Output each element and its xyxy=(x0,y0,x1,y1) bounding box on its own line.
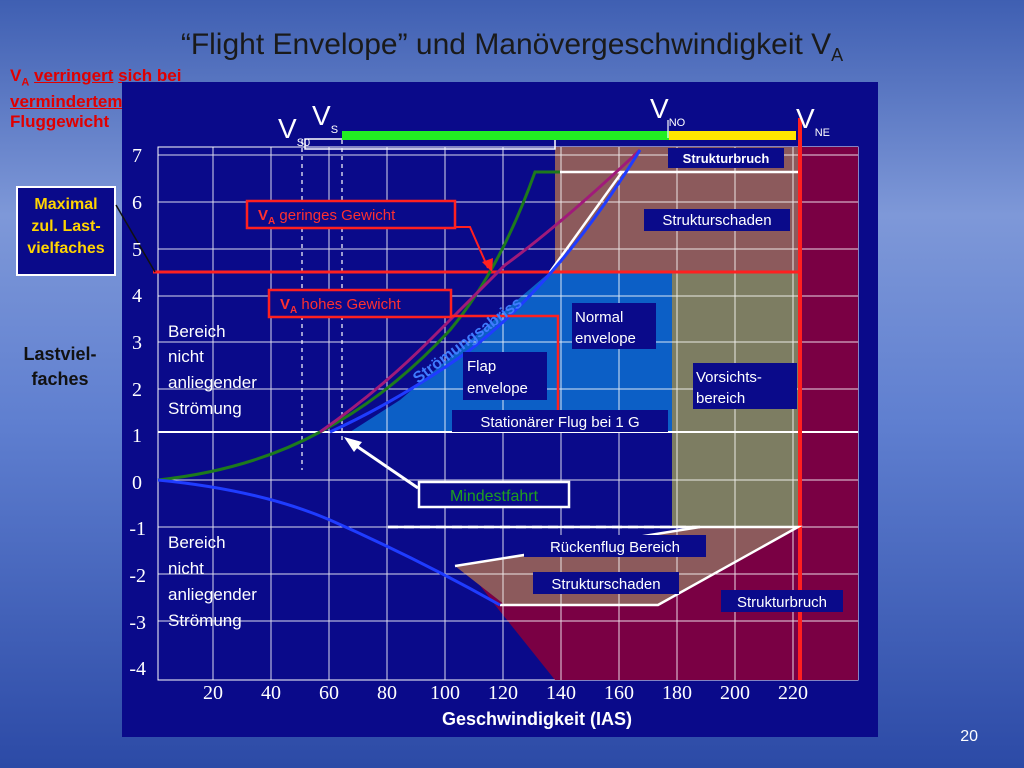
svg-text:Bereich: Bereich xyxy=(168,533,226,552)
svg-text:Flap: Flap xyxy=(467,358,496,375)
x-tick: 140 xyxy=(546,682,576,704)
x-tick: 180 xyxy=(662,682,692,704)
vno-label: VNO xyxy=(650,93,686,129)
x-tick: 200 xyxy=(720,682,750,704)
y-tick: 1 xyxy=(132,425,142,447)
max-load-factor-box: Maximal zul. Last- vielfaches xyxy=(16,186,116,276)
mindestfahrt-label: Mindestfahrt xyxy=(417,480,571,509)
svg-text:Strukturschaden: Strukturschaden xyxy=(662,212,771,229)
svg-text:nicht: nicht xyxy=(168,347,204,366)
va-high-weight-label: VA hohes Gewicht xyxy=(267,288,453,319)
strukturbruch-bottom-label: Strukturbruch xyxy=(721,590,843,612)
green-arc-bar xyxy=(342,131,669,140)
flap-envelope-label: Flap envelope xyxy=(463,352,547,400)
caution-region-label: Vorsichts- bereich xyxy=(693,363,797,409)
normal-envelope-label: Normal envelope xyxy=(572,303,656,349)
svg-text:Strömung: Strömung xyxy=(168,611,242,630)
mindestfahrt-arrowhead xyxy=(344,437,362,452)
stall-curve-blue xyxy=(329,149,642,434)
svg-text:Strömung: Strömung xyxy=(168,399,242,418)
svg-text:nicht: nicht xyxy=(168,559,204,578)
weight-note: VA verringert sich bei vermindertem Flug… xyxy=(10,66,182,132)
negative-stall-curve xyxy=(157,478,501,607)
y-tick: 4 xyxy=(132,285,142,307)
x-tick: 100 xyxy=(430,682,460,704)
x-tick: 40 xyxy=(261,682,281,704)
svg-text:Mindestfahrt: Mindestfahrt xyxy=(450,488,539,505)
svg-text:Vorsichts-: Vorsichts- xyxy=(696,369,762,386)
svg-text:Bereich: Bereich xyxy=(168,322,226,341)
y-tick: 3 xyxy=(132,332,142,354)
inverted-flight-label: Rückenflug Bereich xyxy=(524,535,706,557)
x-axis-label: Geschwindigkeit (IAS) xyxy=(442,709,632,729)
stall-curve-green xyxy=(157,170,560,482)
svg-text:VA geringes Gewicht: VA geringes Gewicht xyxy=(258,207,396,227)
vs-label: VS xyxy=(312,100,338,136)
strukturschaden-top-label: Strukturschaden xyxy=(644,209,790,231)
svg-text:anliegender: anliegender xyxy=(168,585,257,604)
x-tick: 60 xyxy=(319,682,339,704)
strukturbruch-top-label: Strukturbruch xyxy=(668,148,784,168)
svg-text:Strukturbruch: Strukturbruch xyxy=(683,151,770,166)
y-tick: -2 xyxy=(129,565,146,587)
y-tick: 5 xyxy=(132,239,142,261)
y-tick: 7 xyxy=(132,145,142,167)
slide-title: “Flight Envelope” und Manövergeschwindig… xyxy=(180,28,844,65)
top-damage-boundary xyxy=(548,171,624,273)
va-low-arrowhead xyxy=(482,258,493,272)
svg-text:Stationärer Flug bei 1 G: Stationärer Flug bei 1 G xyxy=(480,414,639,431)
svg-text:envelope: envelope xyxy=(575,330,636,347)
x-tick: 120 xyxy=(488,682,518,704)
y-tick: -4 xyxy=(129,658,146,680)
svg-text:Rückenflug Bereich: Rückenflug Bereich xyxy=(550,539,680,556)
y-tick: -3 xyxy=(129,612,146,634)
y-tick: 0 xyxy=(132,472,142,494)
vne-label: VNE xyxy=(796,103,830,139)
x-tick: 80 xyxy=(377,682,397,704)
svg-text:bereich: bereich xyxy=(696,390,745,407)
va-low-connector xyxy=(455,226,489,269)
stall-curve-magenta xyxy=(319,148,642,434)
va-high-connector xyxy=(451,314,560,432)
maxbox-pointer xyxy=(115,204,156,273)
x-tick: 20 xyxy=(203,682,223,704)
stationary-flight-label: Stationärer Flug bei 1 G xyxy=(452,410,668,432)
mindestfahrt-arrow-line xyxy=(351,441,419,490)
x-tick: 220 xyxy=(778,682,808,704)
svg-text:Strukturschaden: Strukturschaden xyxy=(551,576,660,593)
y-tick-labels: 7 6 5 4 3 2 1 0 -1 -2 -3 -4 xyxy=(129,145,146,680)
separated-flow-bottom-label: Bereich nicht anliegender Strömung xyxy=(168,533,257,630)
slide-number: 20 xyxy=(960,728,978,745)
svg-text:VA hohes Gewicht: VA hohes Gewicht xyxy=(280,296,401,316)
x-tick-labels: 20 40 60 80 100 120 140 160 180 200 220 xyxy=(203,682,808,704)
y-tick: 2 xyxy=(132,379,142,401)
svg-text:anliegender: anliegender xyxy=(168,373,257,392)
vs0-label: VS0 xyxy=(278,113,310,149)
svg-text:envelope: envelope xyxy=(467,380,528,397)
y-axis-label: Lastviel- faches xyxy=(23,344,97,389)
y-tick: 6 xyxy=(132,192,142,214)
x-tick: 160 xyxy=(604,682,634,704)
svg-text:Normal: Normal xyxy=(575,309,623,326)
separated-flow-top-label: Bereich nicht anliegender Strömung xyxy=(168,322,257,418)
y-tick: -1 xyxy=(129,518,146,540)
bottom-structural-line xyxy=(388,525,803,607)
svg-text:Strukturbruch: Strukturbruch xyxy=(737,594,827,611)
va-low-weight-label: VA geringes Gewicht xyxy=(245,199,457,230)
yellow-arc-bar xyxy=(669,131,796,140)
strukturschaden-bottom-label: Strukturschaden xyxy=(533,572,679,594)
